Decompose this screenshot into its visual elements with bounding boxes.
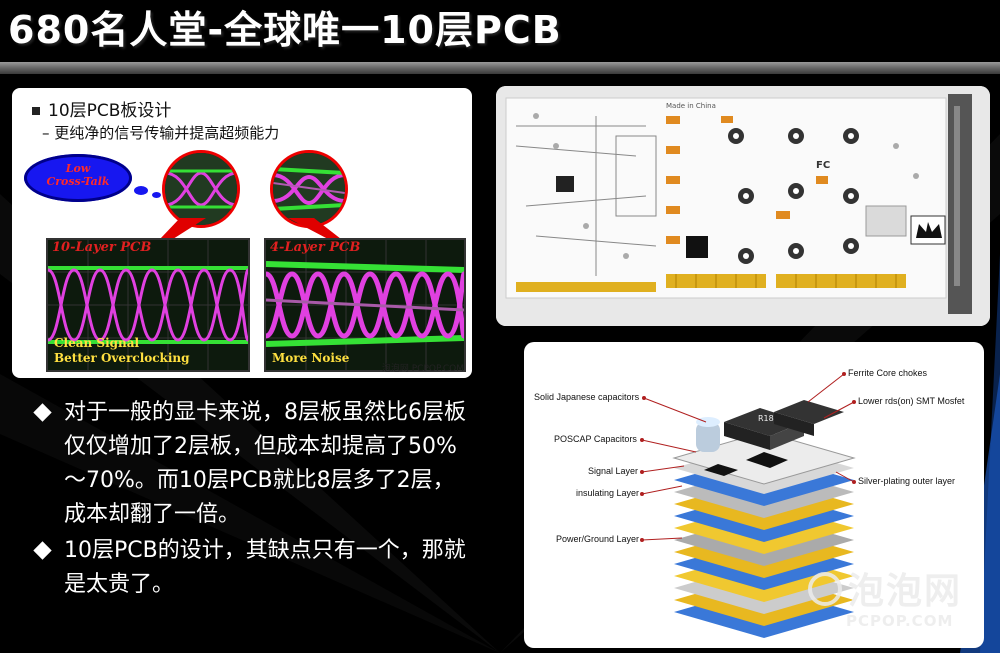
pcb-board-photo: Made in China FC [496, 86, 990, 326]
label-silver-plating: Silver-plating outer layer [858, 476, 956, 486]
eye-diagram-zoom [273, 153, 345, 225]
bullet-list: 对于一般的显卡来说，8层板虽然比6层板仅仅增加了2层板，但成本却提高了50%～7… [33, 396, 474, 604]
scope-4-layer: 4-Layer PCB More Noise [264, 238, 466, 372]
square-bullet-icon [32, 107, 40, 115]
chip-marking: R18 [758, 414, 774, 423]
label-solid-capacitors: Solid Japanese capacitors [534, 392, 640, 402]
label-signal-layer: Signal Layer [588, 466, 639, 476]
zoom-circle-left [162, 150, 240, 228]
label-ferrite-chokes: Ferrite Core chokes [848, 368, 928, 378]
title-divider [0, 62, 1000, 74]
zoom-circle-right [270, 150, 348, 228]
eye-diagram-zoom [165, 153, 237, 225]
graphics-card-board [496, 86, 990, 326]
scope-10-layer: 10-Layer PCB Clean Signal Better Overclo… [46, 238, 250, 372]
scope-label-4-layer: 4-Layer PCB [270, 240, 361, 255]
scope-note-overclock: Better Overclocking [54, 351, 190, 365]
bullet-item: 对于一般的显卡来说，8层板虽然比6层板仅仅增加了2层板，但成本却提高了50%～7… [33, 396, 474, 532]
scope-note-clean: Clean Signal [54, 336, 140, 350]
slide-title: 680名人堂-全球唯一10层PCB [8, 8, 562, 52]
scope-note-noise: More Noise [272, 351, 350, 365]
diamond-bullet-icon [33, 541, 52, 560]
cloud-line-2: Cross-Talk [46, 175, 110, 188]
layer-stack-diagram: Ferrite Core chokes Solid Japanese capac… [524, 342, 984, 648]
bullet-text: 对于一般的显卡来说，8层板虽然比6层板仅仅增加了2层板，但成本却提高了50%～7… [64, 400, 466, 527]
eye-diagram-4-layer [266, 240, 464, 370]
cloud-line-1: Low [65, 162, 91, 175]
label-mosfet: Lower rds(on) SMT Mosfet [858, 396, 965, 406]
thought-bubble [152, 192, 161, 198]
panel-heading-text: 10层PCB板设计 [48, 101, 172, 121]
silkscreen-text: Made in China [666, 102, 716, 110]
bullet-item: 10层PCB的设计，其缺点只有一个，那就是太贵了。 [33, 534, 474, 602]
label-insulating-layer: insulating Layer [576, 488, 640, 498]
label-poscap: POSCAP Capacitors [554, 434, 637, 444]
label-power-ground: Power/Ground Layer [556, 534, 640, 544]
diamond-bullet-icon [33, 403, 52, 422]
panel-heading: 10层PCB板设计 [32, 96, 171, 121]
panel-subheading: – 更纯净的信号传输并提高超频能力 [42, 124, 280, 142]
eye-diagram-10-layer [48, 240, 248, 370]
fc-mark: FC [816, 160, 831, 171]
scope-label-10-layer: 10-Layer PCB [52, 240, 152, 255]
low-crosstalk-cloud: Low Cross-Talk [24, 154, 132, 202]
thought-bubble [134, 186, 148, 195]
pcb-comparison-panel: 10层PCB板设计 – 更纯净的信号传输并提高超频能力 Low Cross-Ta… [12, 88, 472, 378]
image-credit: 泡泡网 PCPOP.COM [381, 364, 464, 374]
bullet-text: 10层PCB的设计，其缺点只有一个，那就是太贵了。 [64, 538, 466, 597]
